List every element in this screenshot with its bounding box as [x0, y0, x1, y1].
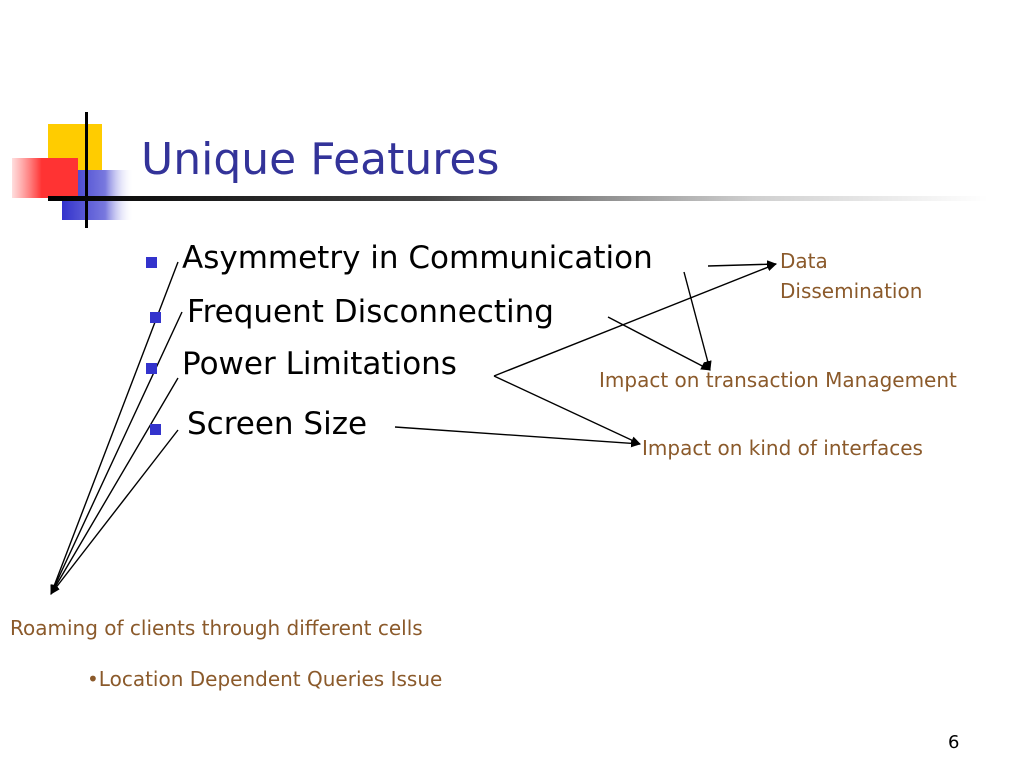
arrow-power-to-roaming — [50, 377, 179, 595]
note-data-dissemination-line-1: Data — [780, 249, 828, 273]
page-number: 6 — [948, 732, 960, 753]
bullet-frequent-disconnecting: Frequent Disconnecting — [187, 294, 554, 330]
deco-vertical-line — [85, 112, 88, 228]
red-square — [12, 158, 78, 198]
note-roaming-clients: Roaming of clients through different cel… — [10, 616, 423, 640]
bullet-marker — [150, 312, 161, 323]
title-divider — [48, 196, 988, 201]
note-transaction-management: Impact on transaction Management — [599, 368, 957, 392]
arrow-screen-to-interfaces — [394, 426, 641, 448]
arrow-asymmetry-to-dissemination — [707, 260, 777, 269]
arrow-disconnecting-to-roaming — [50, 311, 183, 595]
title-decoration — [12, 112, 134, 228]
note-location-dependent-queries: •Location Dependent Queries Issue — [87, 667, 443, 691]
bullet-marker — [146, 257, 157, 268]
arrow-screen-to-roaming — [50, 429, 179, 595]
note-kind-of-interfaces: Impact on kind of interfaces — [642, 436, 923, 460]
bullet-power-limitations: Power Limitations — [182, 346, 457, 382]
note-data-dissemination: Data Dissemination — [780, 246, 922, 306]
slide-title: Unique Features — [141, 134, 500, 185]
note-data-dissemination-line-2: Dissemination — [780, 279, 923, 303]
bullet-asymmetry-in-communication: Asymmetry in Communication — [182, 240, 653, 276]
bullet-screen-size: Screen Size — [187, 406, 368, 442]
bullet-marker — [150, 424, 161, 435]
bullet-marker — [146, 363, 157, 374]
arrow-asymmetry-to-transaction — [683, 271, 712, 371]
arrow-disconnecting-to-transaction — [607, 316, 711, 371]
